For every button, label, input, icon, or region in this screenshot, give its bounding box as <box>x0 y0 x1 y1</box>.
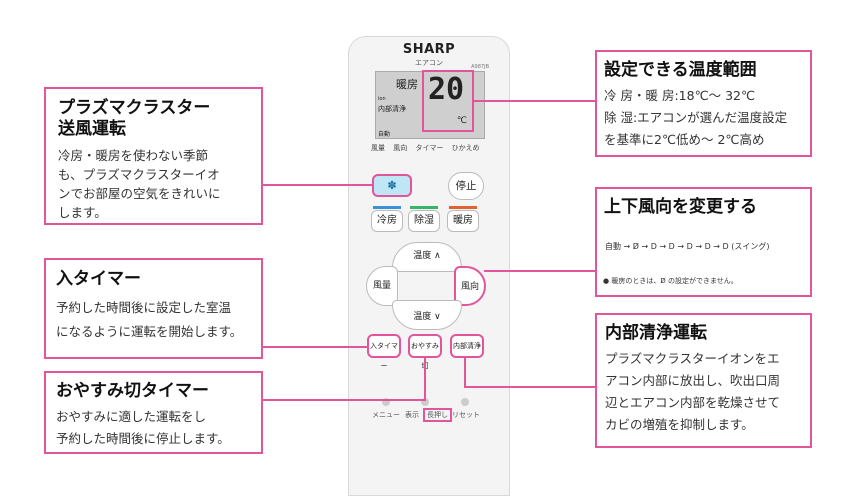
callout-temp-text-1: 冷 房・暖 房:18℃～ 32℃ <box>604 88 756 103</box>
callout-plasma: プラズマクラスター 送風運転 冷房・暖房を使わない季節 も、プラズマクラスターイ… <box>44 87 263 225</box>
leader-timer-on <box>262 346 367 348</box>
callout-clean-title: 内部清浄運転 <box>605 323 707 343</box>
cool-color-bar <box>373 206 401 209</box>
inner-clean-button[interactable]: 内部清浄 <box>450 334 484 358</box>
model-number: A987JB <box>471 64 489 70</box>
lcd-mode: 暖房 <box>396 78 418 91</box>
lcd-inner-clean: 内部清浄 <box>378 105 406 113</box>
callout-plasma-text-2: も、プラズマクラスターイオ <box>58 167 220 182</box>
lcd-temp-unit: ℃ <box>456 116 467 126</box>
brand-logo: SHARP <box>402 42 456 57</box>
callout-temp-text-3: を基準に2℃低め～ 2℃高め <box>604 132 765 147</box>
callout-plasma-text-4: します。 <box>58 205 107 220</box>
heat-button[interactable]: 暖房 <box>447 210 479 232</box>
wind-direction-note: ● 暖房のときは、D̸ の設定ができません。 <box>603 277 738 285</box>
menu-label: メニュー <box>372 411 400 419</box>
display-label: 表示 <box>405 411 419 419</box>
plasma-cluster-button[interactable]: ✽ <box>372 174 412 197</box>
menu-button[interactable] <box>382 398 390 406</box>
callout-sleep-timer: おやすみ切タイマー おやすみに適した運転をし 予約した時間後に停止します。 <box>44 371 263 454</box>
wind-direction-button[interactable]: 風向 <box>454 266 486 306</box>
product-type: エアコン <box>415 59 443 67</box>
callout-clean-text-1: プラズマクラスターイオンをエ <box>605 351 780 366</box>
lcd-labels: 風量 風向 タイマー ひかえめ <box>371 144 480 152</box>
sleep-timer-button[interactable]: おやすみ切 <box>408 334 442 370</box>
on-timer-button[interactable]: 入タイマー <box>367 334 401 370</box>
callout-wind-title: 上下風向を変更する <box>604 197 757 217</box>
callout-plasma-text-1: 冷房・暖房を使わない季節 <box>58 148 209 163</box>
leader-wind <box>484 270 596 272</box>
callout-timer-on-text-1: 予約した時間後に設定した室温 <box>56 300 232 315</box>
callout-clean-text-2: アコン内部に放出し、吹出口周 <box>605 373 781 388</box>
leader-plasma <box>262 184 372 186</box>
temp-up-button[interactable]: 温度 ∧ <box>392 242 462 272</box>
wind-direction-sequence: 自動 → D̸ → D → D → D → D → D (スイング) <box>605 242 770 251</box>
callout-clean-text-3: 辺とエアコン内部を乾燥させて <box>605 395 781 410</box>
callout-plasma-title-2: 送風運転 <box>58 119 126 139</box>
lcd-ion-indicator: ion <box>378 96 386 102</box>
dry-color-bar <box>410 206 438 209</box>
leader-temp-range <box>474 100 596 102</box>
callout-temp-range: 設定できる温度範囲 冷 房・暖 房:18℃～ 32℃ 除 湿:エアコンが選んだ温… <box>595 50 812 157</box>
callout-wind-direction: 上下風向を変更する <box>595 187 812 297</box>
callout-timer-on-title: 入タイマー <box>56 269 141 289</box>
callout-timer-on-text-2: になるように運転を開始します。 <box>56 324 243 339</box>
leader-sleep-v <box>424 358 426 401</box>
callout-sleep-text-1: おやすみに適した運転をし <box>56 409 207 424</box>
cool-button[interactable]: 冷房 <box>371 210 403 232</box>
temp-down-button[interactable]: 温度 ∨ <box>392 300 462 330</box>
callout-sleep-title: おやすみ切タイマー <box>56 381 209 401</box>
lcd-auto: 自動 <box>378 131 391 138</box>
hold-label: 長押し <box>423 408 452 422</box>
display-button[interactable] <box>421 398 429 406</box>
reset-button[interactable] <box>461 398 469 406</box>
callout-sleep-text-2: 予約した時間後に停止します。 <box>56 431 230 446</box>
callout-temp-title: 設定できる温度範囲 <box>604 60 757 80</box>
lcd-temp-value: 20 <box>428 72 465 107</box>
heat-color-bar <box>449 206 477 209</box>
stop-button[interactable]: 停止 <box>448 172 484 200</box>
leader-clean-h <box>464 386 596 388</box>
callout-plasma-text-3: ンでお部屋の空気をきれいに <box>58 186 221 201</box>
callout-clean-text-4: カビの増殖を抑制します。 <box>605 417 754 432</box>
fan-speed-button[interactable]: 風量 <box>366 266 398 306</box>
callout-plasma-title-1: プラズマクラスター <box>58 98 211 118</box>
lcd-temperature: 20 ℃ <box>422 70 474 132</box>
reset-label: リセット <box>452 411 480 419</box>
callout-temp-text-2: 除 湿:エアコンが選んだ温度設定 <box>604 110 788 125</box>
plasma-cluster-icon: ✽ <box>387 179 397 192</box>
leader-sleep-h <box>262 399 426 401</box>
dry-button[interactable]: 除湿 <box>408 210 440 232</box>
callout-timer-on: 入タイマー 予約した時間後に設定した室温 になるように運転を開始します。 <box>44 258 263 359</box>
callout-inner-clean: 内部清浄運転 プラズマクラスターイオンをエ アコン内部に放出し、吹出口周 辺とエ… <box>595 313 812 448</box>
leader-clean-v <box>464 358 466 388</box>
